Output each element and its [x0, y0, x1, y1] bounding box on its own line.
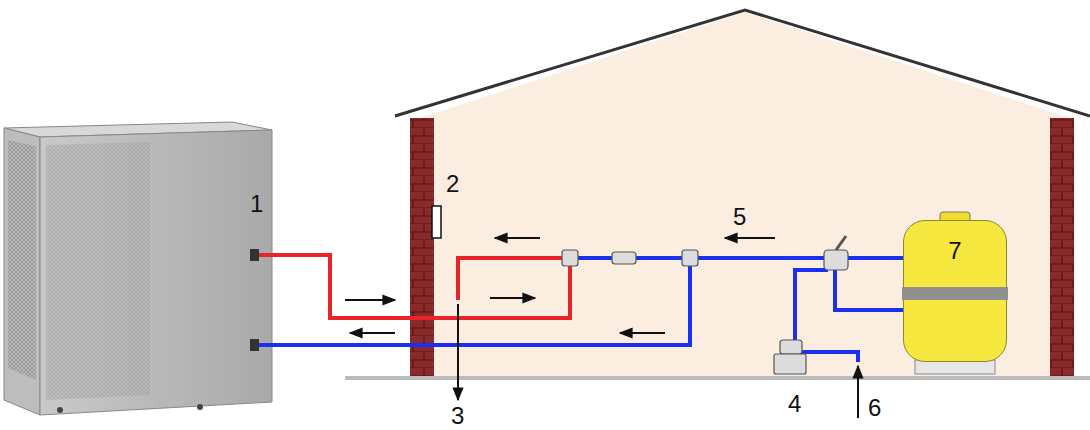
pipe-connector [250, 339, 259, 351]
heat-pump-foot [197, 404, 203, 410]
heat-pump-grille [8, 140, 36, 380]
thermostat [432, 206, 441, 238]
valve [612, 252, 636, 264]
cold-pipe [795, 270, 828, 340]
cold-pipe [255, 258, 690, 345]
callout-number: 7 [904, 239, 1006, 263]
tank-stand [915, 360, 995, 374]
heat-pump-grille [46, 142, 150, 400]
pump [780, 340, 802, 354]
heat-pump-side [4, 128, 40, 415]
heat-pump-foot [57, 407, 63, 413]
flow-arrow [620, 332, 665, 334]
hot-pipe [255, 255, 570, 318]
valve [682, 250, 698, 266]
flow-arrow [495, 237, 540, 239]
brick-wall [1050, 118, 1074, 376]
callout-number: 5 [733, 205, 746, 229]
house-interior [420, 12, 1070, 378]
brick-wall [410, 118, 434, 376]
roof [395, 10, 1090, 116]
heat-pump-body [40, 130, 272, 415]
callout-number: 4 [788, 392, 801, 416]
pipe-connector [250, 249, 259, 261]
flow-arrow [345, 299, 395, 301]
cold-pipe [800, 352, 858, 362]
callout-number: 3 [451, 404, 464, 428]
multiport-valve [824, 250, 848, 270]
tank-band [902, 287, 1008, 300]
filter-tank: 7 [903, 220, 1007, 362]
drain-arrow [457, 304, 459, 400]
flow-arrow [725, 237, 775, 239]
floor [345, 376, 1090, 380]
callout-number: 6 [868, 396, 881, 420]
hot-pipe [458, 258, 565, 300]
callout-number: 2 [446, 172, 459, 196]
cold-pipe [835, 270, 905, 310]
inlet-arrow [857, 366, 859, 418]
valve [562, 250, 578, 266]
flow-arrow [490, 297, 535, 299]
valve-handle [836, 236, 846, 250]
flow-arrow [350, 332, 395, 334]
callout-number: 1 [250, 192, 263, 216]
pump-base [774, 354, 806, 374]
